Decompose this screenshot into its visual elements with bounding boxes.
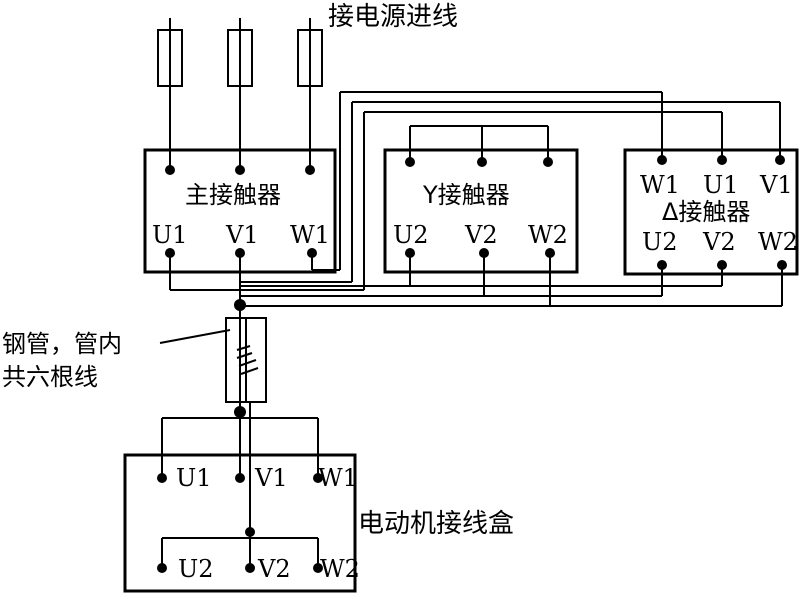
star-top-dot-1 (405, 157, 415, 167)
main-contactor-label: 主接触器 (185, 181, 281, 209)
junction-dot-upper (234, 299, 246, 311)
conduit-note-line1: 钢管，管内 (2, 330, 122, 358)
power-supply-title: 接电源进线 (328, 2, 458, 32)
power-incoming-lines (157, 18, 323, 170)
main-top-dot-1 (165, 165, 175, 175)
motor-bottom-dot-3 (313, 563, 323, 573)
motor-top-dot-3 (313, 473, 323, 483)
delta-terminal-w2: W2 (758, 228, 798, 256)
main-terminal-w1: W1 (290, 221, 330, 249)
motor-terminal-w2: W2 (320, 555, 360, 583)
delta-terminal-w1: W1 (640, 171, 680, 199)
motor-box-label: 电动机接线盒 (358, 509, 514, 539)
conduit-leader-line (159, 329, 231, 344)
conduit-note-line2: 共六根线 (2, 363, 98, 391)
motor-top-dot-1 (157, 473, 167, 483)
motor-terminal-w1: W1 (318, 464, 358, 492)
main-top-dot-3 (305, 165, 315, 175)
delta-terminal-v2: V2 (702, 228, 736, 256)
star-top-dot-3 (543, 157, 553, 167)
motor-terminal-u2: U2 (178, 555, 214, 583)
star-terminal-v2: V2 (464, 221, 498, 249)
return-bus-wires (234, 253, 783, 412)
star-terminal-w2: W2 (528, 221, 568, 249)
star-contactor-label: Y接触器 (422, 181, 510, 209)
delta-contactor-label: Δ接触器 (662, 198, 750, 226)
conduit-wire-bundle (236, 318, 259, 402)
motor-bottom-dot-2 (245, 563, 255, 573)
delta-terminal-v1: V1 (759, 171, 793, 199)
delta-contactor-box (623, 148, 799, 276)
main-terminal-v1: V1 (225, 221, 259, 249)
motor-terminal-v1: V1 (254, 464, 288, 492)
delta-terminal-u2: U2 (642, 228, 678, 256)
motor-junction-dot (245, 527, 255, 537)
delta-feed-wires (169, 91, 781, 291)
star-top-dot-2 (477, 157, 487, 167)
motor-terminal-u1: U1 (176, 464, 212, 492)
delta-terminal-u1: U1 (703, 171, 739, 199)
motor-terminal-v2: V2 (257, 555, 291, 583)
star-terminal-u2: U2 (393, 221, 429, 249)
main-top-dot-2 (235, 165, 245, 175)
main-terminal-u1: U1 (152, 221, 188, 249)
motor-bottom-dot-1 (157, 563, 167, 573)
